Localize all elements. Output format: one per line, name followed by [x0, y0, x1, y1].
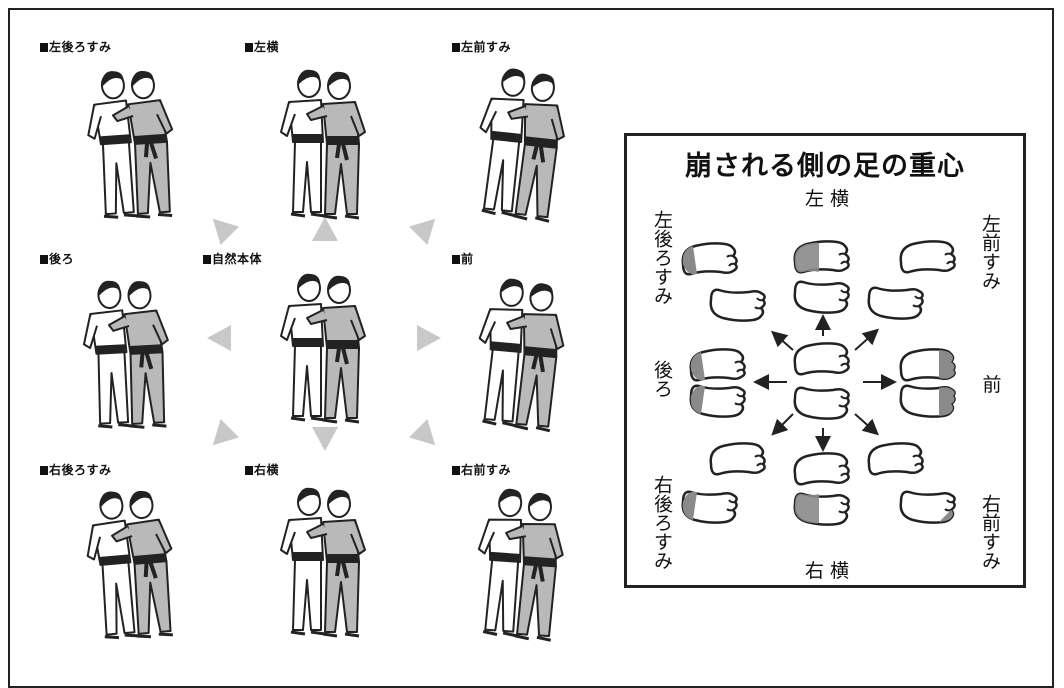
- pair-front: [470, 274, 571, 434]
- judo-illustrations: [0, 63, 573, 644]
- pair-right-side: [279, 485, 367, 638]
- feet-left-back-corner: [682, 243, 765, 320]
- legend-dir-right-front: 右前すみ: [979, 494, 1001, 570]
- feet-back: [690, 349, 745, 416]
- feet-left-front-corner: [869, 241, 955, 318]
- label-back: 後ろ: [40, 250, 74, 267]
- legend-dir-left-back: 左後ろすみ: [651, 209, 673, 305]
- pair-left-front-corner: [469, 63, 573, 224]
- pair-right-back-corner: [80, 484, 181, 644]
- legend-dir-top: 左 横: [804, 188, 850, 210]
- pair-back: [81, 278, 173, 430]
- pair-left-side: [279, 67, 367, 220]
- weight-legend-panel: 崩される側の足の重心 左 横 右 横 左後ろすみ 左前すみ 後ろ 前 右後ろすみ…: [624, 133, 1026, 588]
- feet-right-side: [794, 453, 849, 524]
- label-left-back-corner: 左後ろすみ: [40, 38, 112, 55]
- legend-dir-bottom: 右 横: [804, 560, 850, 582]
- label-left-side: 左横: [245, 38, 279, 55]
- pair-natural-posture: [279, 271, 367, 424]
- label-front: 前: [452, 250, 474, 267]
- pair-right-front-corner: [470, 484, 570, 643]
- legend-dir-right-back: 右後ろすみ: [651, 474, 673, 570]
- feet-front: [901, 349, 955, 416]
- legend-dir-left-front: 左前すみ: [979, 214, 1001, 290]
- legend-dir-back: 後ろ: [651, 360, 673, 398]
- feet-right-back-corner: [682, 443, 765, 522]
- feet-diagram: [682, 136, 955, 585]
- pair-left-back-corner: [81, 65, 181, 223]
- feet-center: [795, 343, 849, 418]
- legend-title: 崩される側の足の重心: [685, 151, 965, 182]
- direction-arrows: [203, 209, 445, 455]
- label-right-side: 右横: [245, 461, 279, 478]
- feet-arrows: [753, 314, 897, 452]
- label-left-front-corner: 左前すみ: [452, 38, 511, 55]
- feet-right-front-corner: [869, 443, 955, 522]
- legend-dir-front: 前: [982, 374, 1002, 396]
- feet-left-side: [794, 241, 849, 312]
- label-right-front-corner: 右前すみ: [452, 461, 511, 478]
- label-right-back-corner: 右後ろすみ: [40, 461, 112, 478]
- label-natural-posture: 自然本体: [203, 250, 262, 267]
